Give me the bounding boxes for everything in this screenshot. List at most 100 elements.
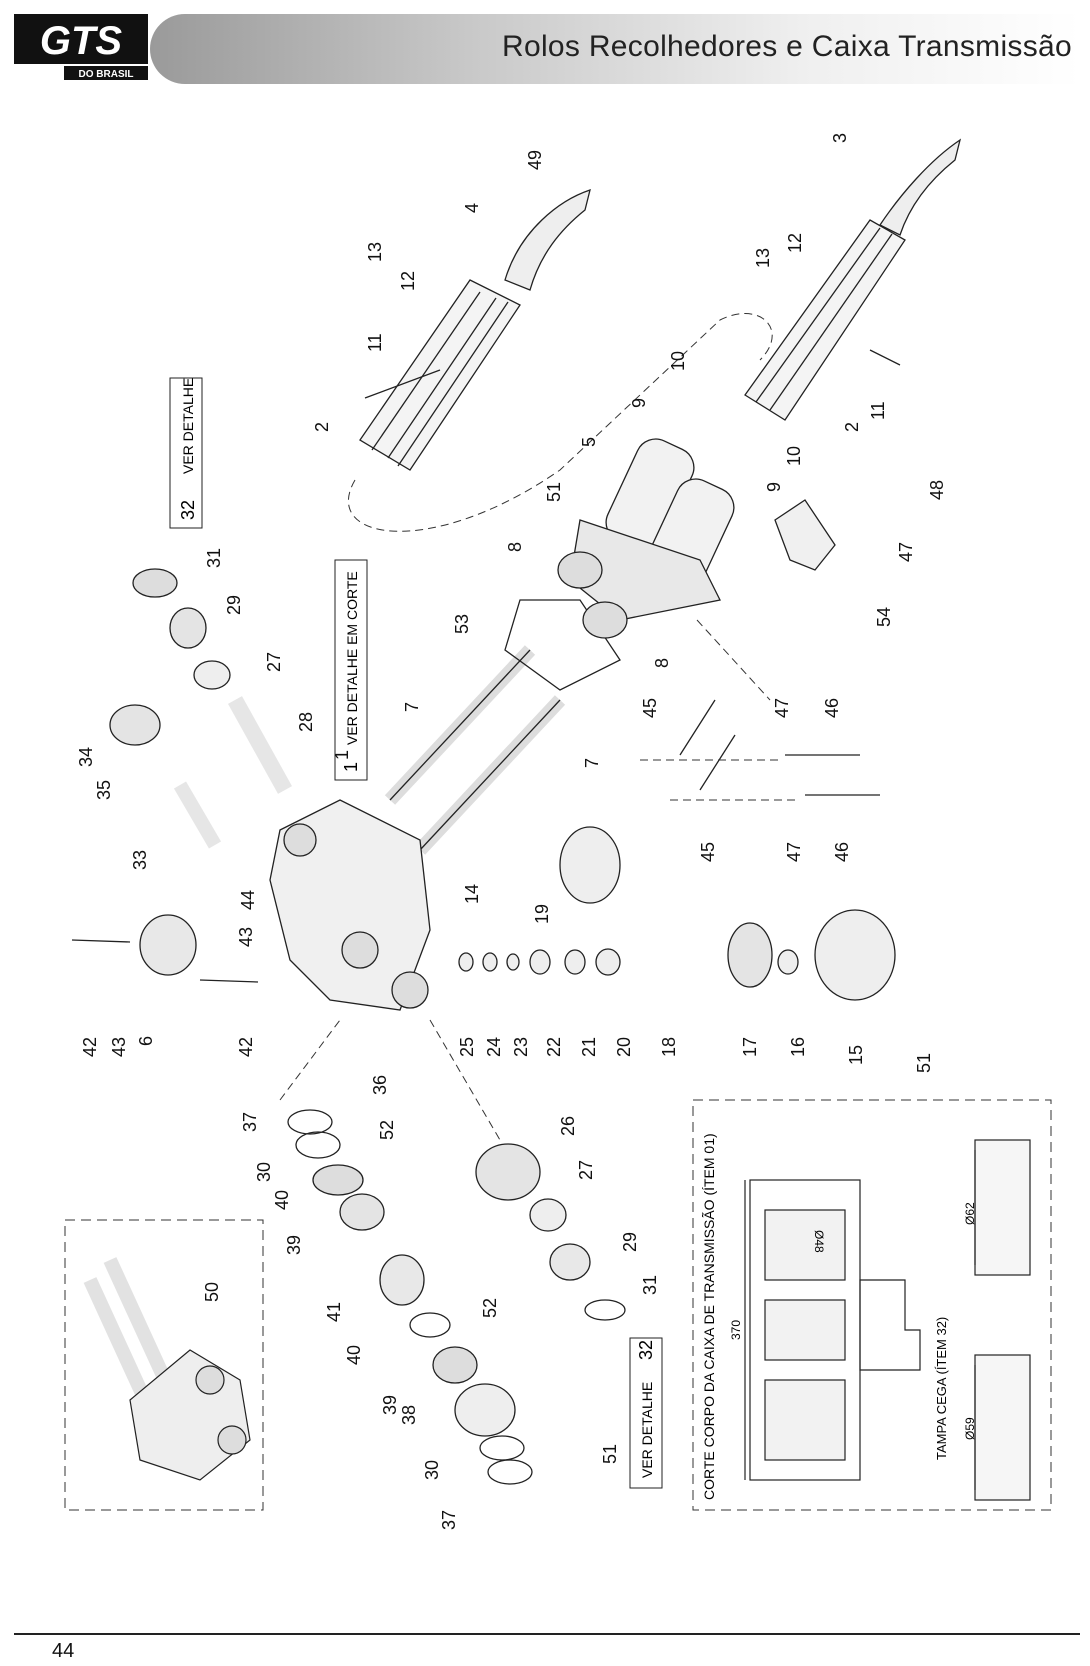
callout-ver-detalhe-32-bottom: VER DETALHE 32 [629, 1337, 663, 1489]
svg-text:Ø62: Ø62 [963, 1202, 977, 1225]
svg-text:18: 18 [659, 1037, 679, 1057]
svg-text:32: 32 [636, 1340, 656, 1360]
svg-text:48: 48 [927, 480, 947, 500]
svg-text:10: 10 [784, 446, 804, 466]
flange-15 [814, 909, 896, 1001]
svg-text:45: 45 [698, 842, 718, 862]
svg-text:1: 1 [341, 762, 361, 772]
roller-2-right [744, 219, 906, 421]
svg-text:19: 19 [532, 904, 552, 924]
svg-text:VER DETALHE: VER DETALHE [639, 1382, 655, 1478]
svg-text:Ø48: Ø48 [812, 1230, 826, 1253]
svg-text:28: 28 [296, 712, 316, 732]
callout-ver-detalhe-corte: VER DETALHE EM CORTE 1 [334, 559, 368, 781]
bearing-8a [557, 551, 603, 589]
guard-54 [774, 499, 836, 571]
svg-text:16: 16 [788, 1037, 808, 1057]
svg-text:22: 22 [544, 1037, 564, 1057]
svg-text:14: 14 [462, 884, 482, 904]
svg-text:6: 6 [136, 1036, 156, 1046]
svg-text:46: 46 [822, 698, 842, 718]
svg-text:39: 39 [380, 1395, 400, 1415]
svg-text:30: 30 [422, 1460, 442, 1480]
svg-text:17: 17 [740, 1037, 760, 1057]
callout-ver-detalhe-32-top: VER DETALHE 32 [169, 377, 203, 529]
svg-text:43: 43 [109, 1037, 129, 1057]
svg-text:38: 38 [399, 1405, 419, 1425]
svg-text:VER DETALHE EM CORTE: VER DETALHE EM CORTE [344, 571, 360, 745]
detail-box-50 [64, 1219, 264, 1511]
svg-text:37: 37 [439, 1510, 459, 1530]
transmission-body-1 [269, 799, 431, 1011]
svg-text:8: 8 [652, 658, 672, 668]
bearing-8b [582, 601, 628, 639]
auger-3 [879, 138, 962, 236]
logo-subtext: DO BRASIL [79, 69, 134, 80]
svg-text:TAMPA CEGA (ÍTEM 32): TAMPA CEGA (ÍTEM 32) [934, 1317, 949, 1460]
gts-logo: GTS DO BRASIL [14, 14, 148, 82]
svg-text:27: 27 [576, 1160, 596, 1180]
svg-text:12: 12 [398, 271, 418, 291]
svg-text:50: 50 [202, 1282, 222, 1302]
svg-text:25: 25 [457, 1037, 477, 1057]
page-number: 44 [52, 1640, 75, 1662]
svg-text:27: 27 [264, 652, 284, 672]
svg-text:33: 33 [130, 850, 150, 870]
svg-text:53: 53 [452, 614, 472, 634]
svg-text:12: 12 [785, 233, 805, 253]
svg-text:1: 1 [332, 750, 352, 760]
svg-text:CORTE CORPO DA CAIXA DE TRANSM: CORTE CORPO DA CAIXA DE TRANSMISSÃO (ÍTE… [701, 1133, 717, 1500]
svg-text:VER DETALHE: VER DETALHE [180, 378, 196, 474]
housing-5 [569, 438, 735, 621]
svg-text:2: 2 [842, 422, 862, 432]
svg-text:44: 44 [238, 890, 258, 910]
svg-text:370: 370 [729, 1320, 743, 1340]
svg-text:11: 11 [365, 333, 385, 352]
svg-text:30: 30 [254, 1162, 274, 1182]
svg-text:2: 2 [312, 422, 332, 432]
svg-text:31: 31 [204, 548, 224, 568]
svg-text:51: 51 [914, 1053, 934, 1073]
svg-text:11: 11 [868, 401, 888, 420]
svg-text:51: 51 [544, 482, 564, 502]
auger-4 [504, 189, 591, 291]
svg-text:40: 40 [344, 1345, 364, 1365]
svg-text:34: 34 [76, 747, 96, 767]
bevel-gear-26 [475, 1143, 541, 1201]
svg-text:13: 13 [365, 242, 385, 262]
svg-text:52: 52 [480, 1298, 500, 1318]
svg-text:13: 13 [753, 248, 773, 268]
svg-text:4: 4 [462, 203, 482, 213]
svg-text:31: 31 [640, 1275, 660, 1295]
svg-text:52: 52 [377, 1120, 397, 1140]
svg-text:21: 21 [579, 1037, 599, 1057]
svg-text:43: 43 [236, 927, 256, 947]
svg-text:37: 37 [240, 1112, 260, 1132]
page-header: GTS DO BRASIL Rolos Recolhedores e Caixa… [0, 0, 1090, 95]
svg-text:41: 41 [324, 1302, 344, 1322]
footer-rule [14, 1633, 1080, 1635]
svg-text:20: 20 [614, 1037, 634, 1057]
svg-text:35: 35 [94, 780, 114, 800]
flange-38 [454, 1383, 516, 1437]
svg-text:54: 54 [874, 607, 894, 627]
gasket-53 [504, 599, 621, 691]
svg-text:45: 45 [640, 698, 660, 718]
roller-2-left [359, 279, 521, 471]
coupling-6 [139, 914, 197, 976]
svg-text:26: 26 [558, 1116, 578, 1136]
svg-text:8: 8 [505, 542, 525, 552]
svg-text:47: 47 [772, 698, 792, 718]
svg-text:7: 7 [582, 758, 602, 768]
part-labels: 1 2 2 3 4 5 6 7 7 8 8 9 9 10 10 11 11 12… [76, 133, 947, 1530]
svg-text:47: 47 [896, 542, 916, 562]
svg-text:49: 49 [525, 150, 545, 170]
exploded-view-drawing: 1 2 2 3 4 5 6 7 7 8 8 9 9 10 10 11 11 12… [64, 133, 1052, 1530]
bevel-gear-17 [727, 922, 773, 988]
svg-text:32: 32 [178, 500, 198, 520]
svg-text:29: 29 [620, 1232, 640, 1252]
svg-text:9: 9 [764, 482, 784, 492]
svg-text:10: 10 [668, 351, 688, 371]
page-title: Rolos Recolhedores e Caixa Transmissão [502, 30, 1072, 63]
svg-text:Ø59: Ø59 [963, 1417, 977, 1440]
